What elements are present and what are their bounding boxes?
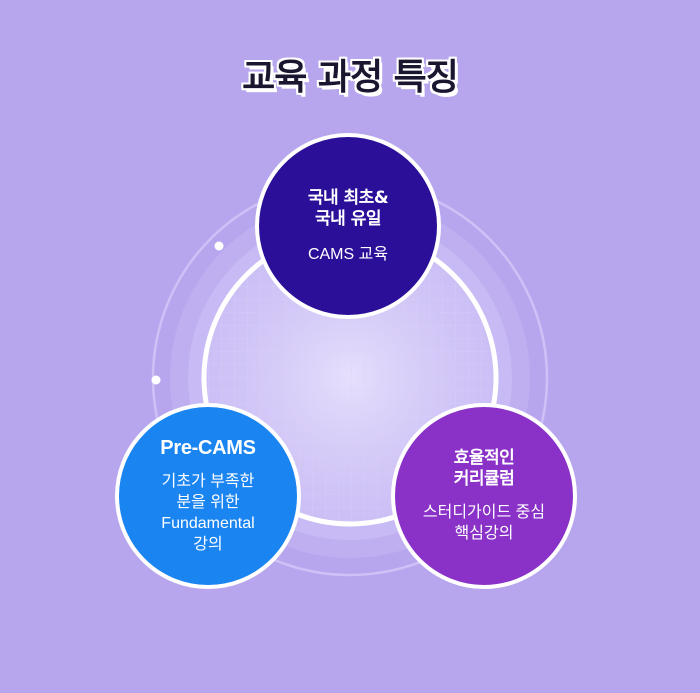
feature-description: 기초가 부족한 분을 위한 Fundamental 강의	[161, 471, 254, 555]
feature-desc-line: CAMS 교육	[307, 245, 389, 263]
feature-desc-line: 강의	[193, 535, 223, 553]
feature-title-line: 커리큘럼	[453, 469, 515, 489]
feature-description: 스터디가이드 중심 핵심강의	[423, 502, 545, 544]
feature-circle-curriculum: 효율적인 커리큘럼 스터디가이드 중심 핵심강의	[391, 403, 577, 589]
feature-desc-line: 기초가 부족한	[161, 472, 255, 490]
feature-desc-line: 핵심강의	[454, 525, 514, 542]
feature-circle-pre-cams: Pre-CAMS 기초가 부족한 분을 위한 Fundamental 강의	[115, 403, 301, 589]
page-title: 교육 과정 특징	[242, 57, 459, 98]
feature-description: CAMS 교육	[308, 244, 388, 265]
feature-desc-line: 분을 위한	[176, 493, 240, 511]
feature-desc-line: Fundamental	[161, 514, 255, 532]
feature-title-line: 국내 최초&	[307, 187, 389, 208]
feature-circle-unique: 국내 최초& 국내 유일 CAMS 교육	[255, 133, 441, 319]
feature-desc-line: 스터디가이드 중심	[422, 504, 546, 521]
feature-title-line: 국내 유일	[315, 208, 381, 229]
feature-title-line: 효율적인	[453, 448, 515, 468]
feature-title: 국내 최초& 국내 유일	[307, 187, 389, 230]
feature-title: 효율적인 커리큘럼	[454, 448, 515, 490]
feature-title: Pre-CAMS	[160, 436, 256, 459]
feature-title-line: Pre-CAMS	[160, 436, 256, 459]
